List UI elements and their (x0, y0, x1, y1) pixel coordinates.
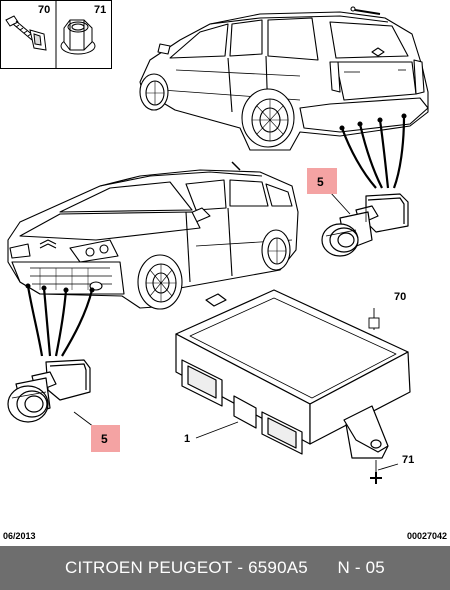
callout-module: 1 (184, 433, 190, 445)
footer-bar: CITROEN PEUGEOT - 6590A5 N - 05 (0, 546, 450, 590)
car-rear-view (139, 6, 429, 151)
front-sensor-wires (26, 285, 94, 357)
footer-brand: CITROEN PEUGEOT (65, 558, 233, 577)
rear-sensor-wires (340, 115, 406, 189)
nut-position-marker (370, 472, 382, 484)
footer-part-number: 6590A5 (248, 558, 308, 577)
footer-gap (308, 558, 338, 578)
revision-date: 06/2013 (3, 531, 36, 541)
parts-diagram: 70 71 (0, 0, 429, 484)
drawing-reference: 00027042 (406, 531, 447, 541)
callout-bolt: 70 (394, 291, 406, 303)
legend-number-70: 70 (38, 4, 50, 16)
bolt-with-clip-icon (5, 15, 47, 51)
bolt-position-marker (368, 317, 380, 329)
parking-sensor-front (7, 359, 91, 423)
parking-sensor-rear (321, 193, 409, 257)
callout-nut: 71 (402, 454, 414, 466)
svg-text:5: 5 (317, 175, 324, 189)
legend-number-71: 71 (94, 4, 106, 16)
car-front-view (7, 161, 299, 310)
callout-sensor-front: 5 (91, 425, 120, 452)
footer-page: N - 05 (337, 558, 385, 577)
footer-sep-1: - (232, 558, 249, 577)
legend-box: 70 71 (0, 0, 112, 69)
parking-control-module (175, 289, 411, 459)
callout-sensor-rear: 5 (307, 168, 337, 194)
flange-nut-icon (60, 19, 96, 55)
svg-text:5: 5 (101, 432, 108, 446)
